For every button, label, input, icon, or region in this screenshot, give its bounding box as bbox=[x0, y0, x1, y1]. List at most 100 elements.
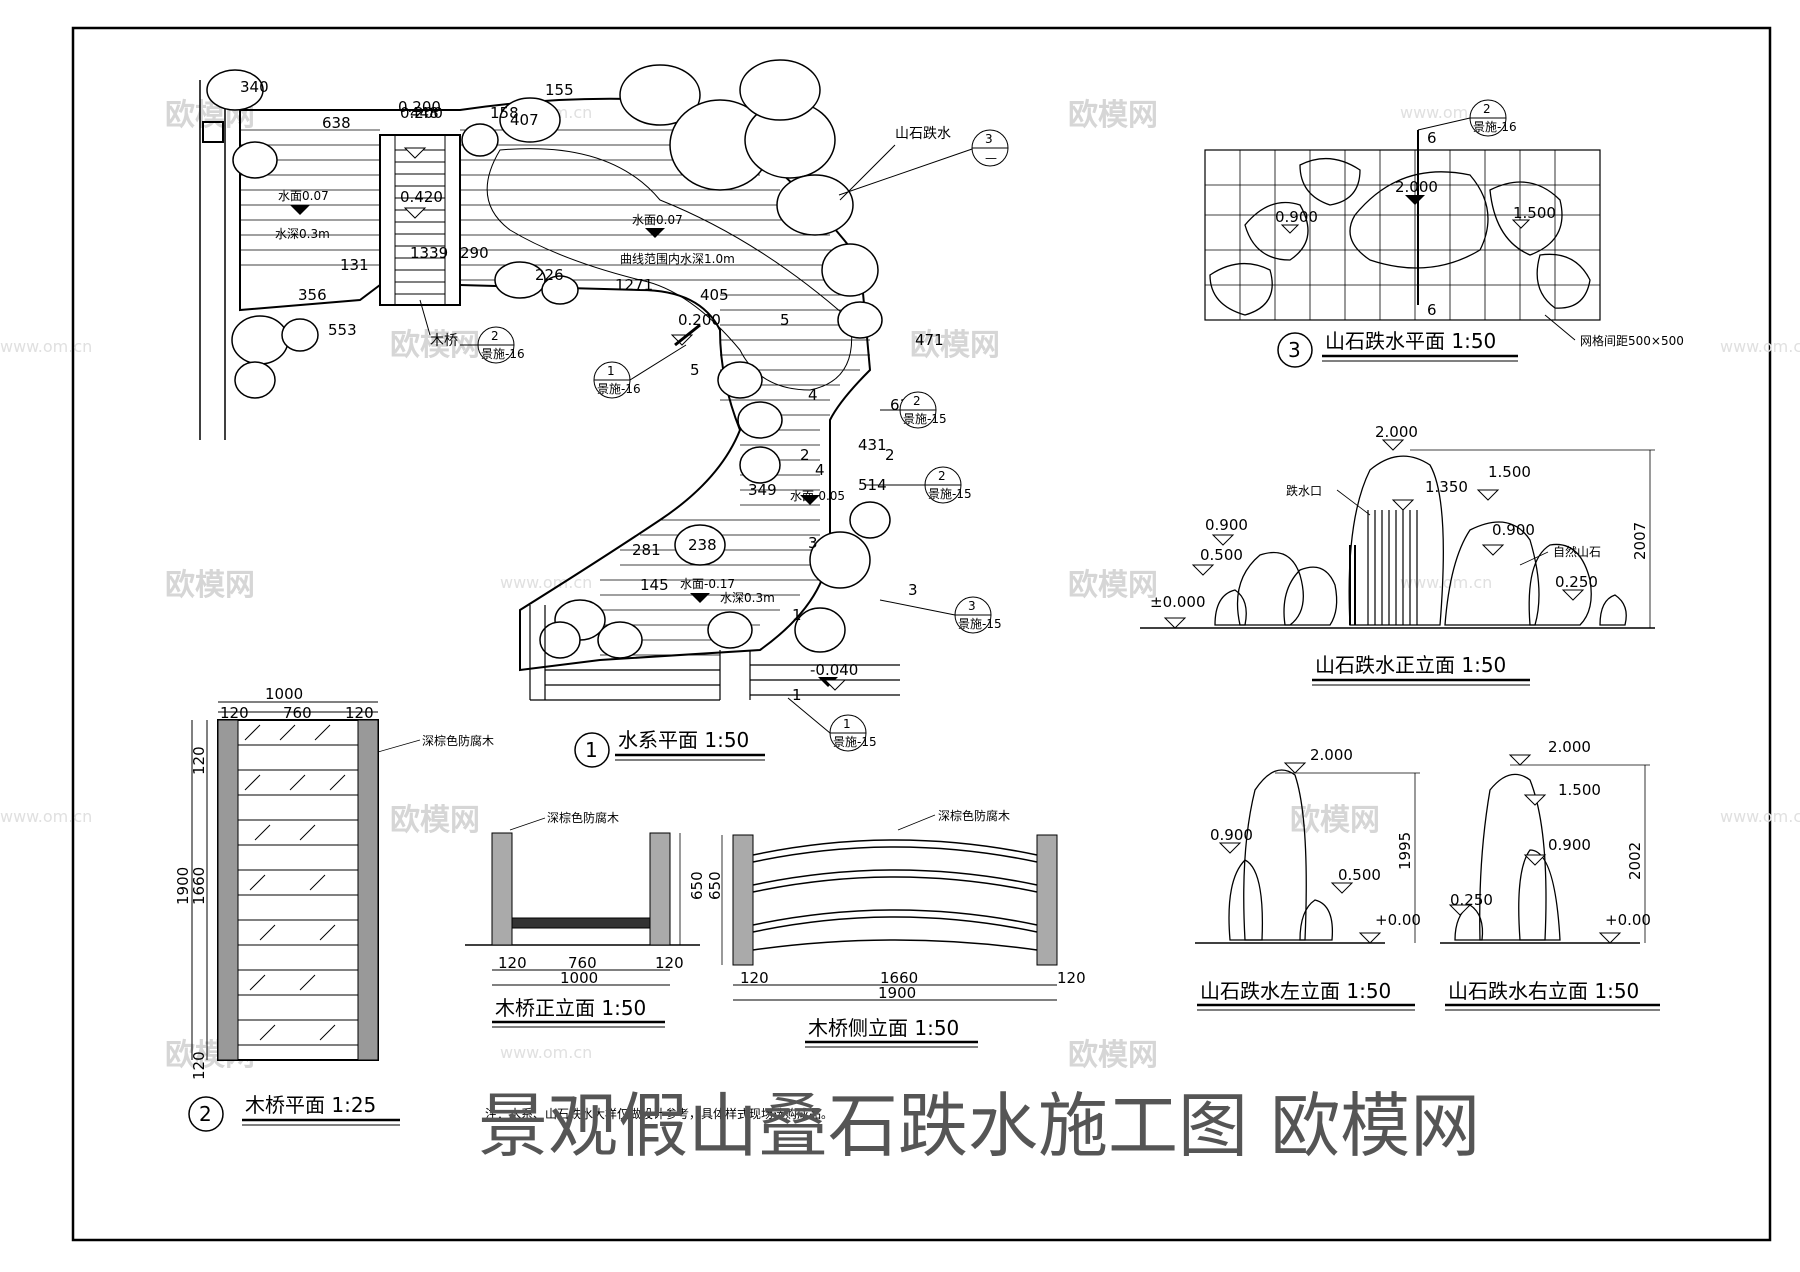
callout-bubble: 1景施-16 bbox=[593, 344, 687, 399]
view-number: 1 bbox=[585, 738, 598, 762]
right-elevation-title: 山石跌水右立面 1:50 bbox=[1448, 979, 1639, 1003]
watermark-url: www.om.cn bbox=[500, 1043, 592, 1062]
big-title: 景观假山叠石跌水施工图 欧模网 bbox=[478, 1085, 1480, 1167]
dimension-label: 120 bbox=[190, 1051, 208, 1080]
section-mark: 6 bbox=[1427, 129, 1437, 147]
bridge-side-elevation: 深棕色防腐木 650 120 1660 120 1900 木桥侧立面 1:50 bbox=[706, 808, 1086, 1048]
callout-number: 1 bbox=[607, 364, 615, 378]
level-label: 0.420 bbox=[400, 188, 443, 206]
dimension-label: 281 bbox=[632, 541, 661, 559]
dimension-label: 553 bbox=[328, 321, 357, 339]
level-label: 0.200 bbox=[400, 104, 443, 122]
dimension-label: 405 bbox=[700, 286, 729, 304]
section-mark: 6 bbox=[1427, 301, 1437, 319]
callout-bubble: 3— bbox=[838, 129, 1009, 196]
rock-plan-title: 山石跌水平面 1:50 bbox=[1325, 329, 1496, 353]
plan-dimensions: 340 638 448 158 407 155 1339 290 131 226… bbox=[240, 78, 944, 594]
dimension-label: 1660 bbox=[190, 867, 208, 905]
footnote: 注：水系、山石跌水大样仅做设计参考，具体样式现场选购成品。 bbox=[485, 1106, 833, 1121]
view-number: 3 bbox=[1288, 338, 1301, 362]
height-dimension: 2007 bbox=[1631, 522, 1649, 560]
dimension-label: 1900 bbox=[174, 867, 192, 905]
front-elevation: 2007 2.000 1.350 1.500 0.900 0.900 0.500… bbox=[1140, 423, 1655, 686]
section-mark: 3 bbox=[808, 534, 818, 552]
callout-number: 2 bbox=[913, 394, 921, 408]
dimension-label: 120 bbox=[655, 954, 684, 972]
dimension-label: 238 bbox=[688, 536, 717, 554]
dimension-label: 120 bbox=[1057, 969, 1086, 987]
dimension-label: 226 bbox=[535, 266, 564, 284]
level-label: 1.350 bbox=[1425, 478, 1468, 496]
callout-bubble: 1 景施-15 bbox=[787, 697, 877, 752]
callout-ref: 景施-16 bbox=[481, 347, 525, 361]
watermark-url: www.om.cn bbox=[500, 573, 592, 592]
level-label: 0.500 bbox=[1338, 866, 1381, 884]
level-label: 0.250 bbox=[1555, 573, 1598, 591]
rock-plan: 2 景施-16 6 6 2.000 0.900 1.500 网格间距500×50… bbox=[1204, 99, 1684, 368]
level-label: ±0.000 bbox=[1150, 593, 1206, 611]
dimension-label: 145 bbox=[640, 576, 669, 594]
watermark: 欧模网 bbox=[1068, 568, 1158, 603]
callout-bubble: 3景施-15 bbox=[879, 596, 1002, 634]
dimension-label: 120 bbox=[345, 704, 374, 722]
dimension-label: 1271 bbox=[615, 276, 653, 294]
dimension-label: 1000 bbox=[265, 685, 303, 703]
dimension-label: 760 bbox=[568, 954, 597, 972]
level-label: 0.250 bbox=[1450, 891, 1493, 909]
left-elevation: 1995 2.000 0.900 0.500 +0.00 山石跌水左立面 1:5… bbox=[1195, 746, 1421, 1011]
section-mark: 3 bbox=[908, 581, 918, 599]
material-note: 深棕色防腐木 bbox=[547, 810, 619, 825]
watermark: 欧模网 bbox=[390, 803, 480, 838]
watermark: 欧模网 bbox=[1068, 1038, 1158, 1073]
level-label: 0.200 bbox=[398, 98, 441, 116]
water-plan: 山石跌水 木桥 水面0.07 水面0.07 水深0.3m 水深0.3m 曲线范围… bbox=[199, 59, 1009, 768]
watermark: 欧模网 bbox=[910, 328, 1000, 363]
natural-rock-label: 自然山石 bbox=[1553, 544, 1601, 559]
bridge-plan-title: 木桥平面 1:25 bbox=[245, 1093, 376, 1117]
rock-cascade-label: 山石跌水 bbox=[895, 126, 951, 142]
bridge-front-elevation: 深棕色防腐木 650 120 760 120 1000 木桥正立面 1:50 bbox=[465, 810, 706, 1028]
watermark-url: www.om.cn bbox=[1400, 573, 1492, 592]
section-mark: 4 bbox=[815, 461, 825, 479]
level-label: 0.900 bbox=[1205, 516, 1248, 534]
left-elevation-title: 山石跌水左立面 1:50 bbox=[1200, 979, 1391, 1003]
dimension-label: 349 bbox=[748, 481, 777, 499]
right-elevation: 2002 2.000 1.500 0.900 0.250 +0.00 山石跌水右… bbox=[1440, 738, 1660, 1011]
callout-number: 2 bbox=[1483, 102, 1491, 116]
section-mark: 2 bbox=[800, 446, 810, 464]
callout-ref: 景施-15 bbox=[833, 735, 877, 749]
water-depth-label: 水深0.3m bbox=[275, 227, 330, 241]
dimension-label: 356 bbox=[298, 286, 327, 304]
dimension-label: 120 bbox=[498, 954, 527, 972]
view-number-circle bbox=[574, 732, 610, 768]
level-label: 1.500 bbox=[1513, 204, 1556, 222]
water-surface-label: 水面0.07 bbox=[632, 213, 683, 227]
level-label: -0.040 bbox=[810, 661, 858, 679]
dimension-label: 1339 bbox=[410, 244, 448, 262]
section-mark: 4 bbox=[808, 386, 818, 404]
level-label: 0.200 bbox=[678, 311, 721, 329]
dimension-label: 650 bbox=[706, 871, 724, 900]
water-surface-label: 水面-0.17 bbox=[680, 577, 735, 591]
dimension-label: 120 bbox=[190, 746, 208, 775]
callout-ref: 景施-16 bbox=[1473, 120, 1517, 134]
callout-number: 1 bbox=[843, 717, 851, 731]
spout-label: 跌水口 bbox=[1286, 483, 1322, 498]
level-label: 2.000 bbox=[1375, 423, 1418, 441]
bridge-side-title: 木桥侧立面 1:50 bbox=[808, 1016, 959, 1040]
level-label: 0.900 bbox=[1275, 208, 1318, 226]
watermark-url: www.om.cn bbox=[0, 807, 92, 826]
front-elevation-title: 山石跌水正立面 1:50 bbox=[1315, 653, 1506, 677]
level-label: 2.000 bbox=[1548, 738, 1591, 756]
drawing-frame bbox=[71, 26, 1772, 1242]
water-surface-label: 水面-0.05 bbox=[790, 489, 845, 503]
dimension-label: 131 bbox=[340, 256, 369, 274]
dimension-label: 650 bbox=[688, 871, 706, 900]
level-label: 2.000 bbox=[1310, 746, 1353, 764]
dimension-label: 760 bbox=[283, 704, 312, 722]
section-mark: 1 bbox=[792, 606, 802, 624]
dimension-label: 1000 bbox=[560, 969, 598, 987]
callout-ref: — bbox=[985, 151, 997, 165]
grid-spacing-note: 网格间距500×500 bbox=[1580, 333, 1684, 348]
